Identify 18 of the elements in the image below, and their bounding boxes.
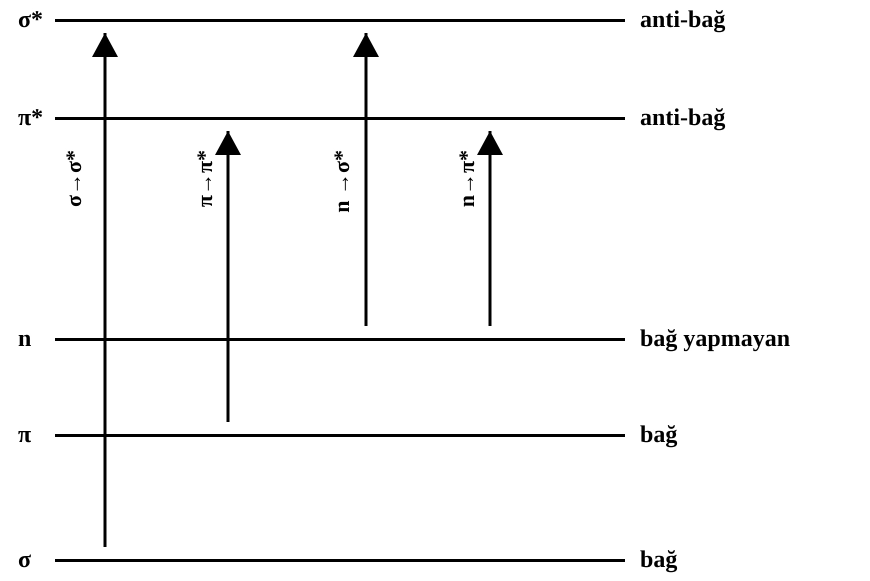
level-label: bağ: [640, 547, 678, 573]
transition-arrow: [92, 33, 118, 547]
level-symbol: n: [18, 326, 32, 352]
transition-label: π→π*: [193, 150, 217, 208]
level-symbol: σ: [18, 547, 32, 573]
level-symbol: π*: [18, 105, 44, 131]
transition-arrow: [353, 33, 379, 326]
level-symbol: σ*: [18, 7, 44, 33]
transition-arrow: [215, 131, 241, 422]
transition-label: n →σ*: [330, 150, 354, 213]
level-label: anti-bağ: [640, 105, 726, 131]
transition-arrow: [477, 131, 503, 326]
level-symbol: π: [18, 422, 32, 448]
level-label: bağ yapmayan: [640, 326, 790, 352]
level-label: bağ: [640, 422, 678, 448]
transition-label: n→π*: [455, 150, 479, 208]
level-label: anti-bağ: [640, 7, 726, 33]
transition-label: σ→σ*: [62, 150, 86, 207]
